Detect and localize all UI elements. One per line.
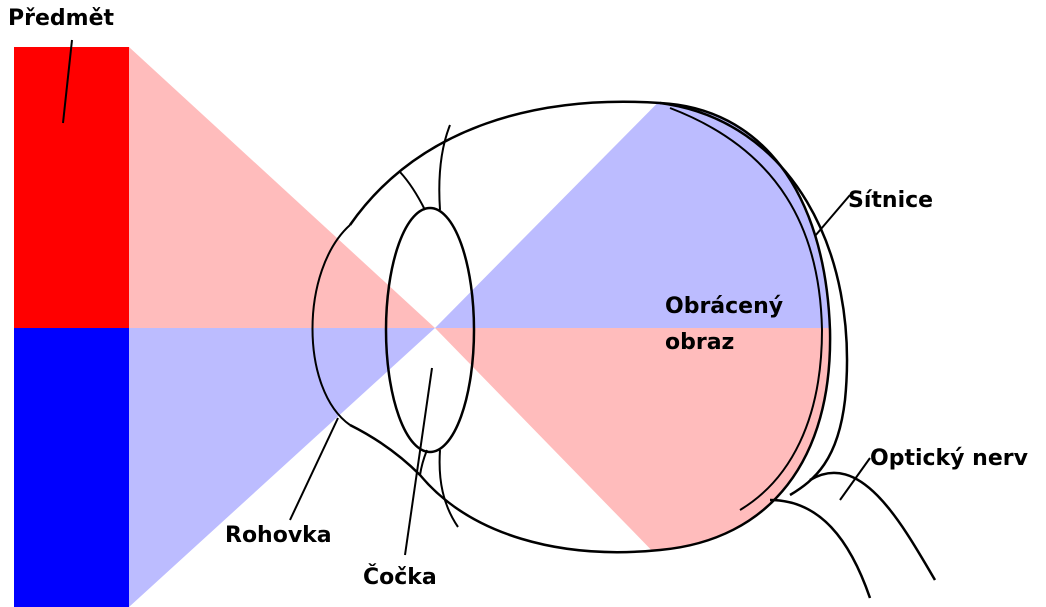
sclera-outer (659, 101, 849, 497)
retina-wall (669, 107, 824, 511)
leader-cornea (289, 417, 339, 521)
object-blue-half (14, 328, 129, 607)
leader-lens (404, 367, 433, 556)
leader-retina (814, 194, 851, 237)
red-light-beam-outside (129, 47, 435, 328)
optic-nerve-lower (769, 498, 872, 599)
leader-object (62, 39, 73, 124)
cornea-curve (311, 224, 351, 426)
object-red-half (14, 47, 129, 328)
blue-light-beam-outside (129, 328, 435, 607)
lens-shape (384, 206, 476, 454)
label-lens: Čočka (363, 565, 437, 590)
red-light-beam-inside (435, 328, 831, 553)
label-optic-nerve: Optický nerv (870, 446, 1028, 471)
leader-optic-nerve (839, 457, 871, 501)
label-inverted-image-line1: Obrácený (665, 294, 784, 319)
label-inverted-image-line2: obraz (665, 330, 735, 355)
ciliary-lower-front (419, 449, 428, 476)
ciliary-lower-back (438, 449, 459, 528)
ciliary-upper-front (399, 171, 426, 211)
eyeball-outline (348, 100, 832, 554)
blue-light-beam-inside (435, 101, 831, 328)
label-retina: Sítnice (848, 188, 934, 213)
label-object: Předmět (8, 6, 115, 31)
ciliary-upper-back (438, 124, 451, 211)
optic-nerve-upper (809, 471, 937, 581)
label-cornea: Rohovka (225, 523, 332, 548)
